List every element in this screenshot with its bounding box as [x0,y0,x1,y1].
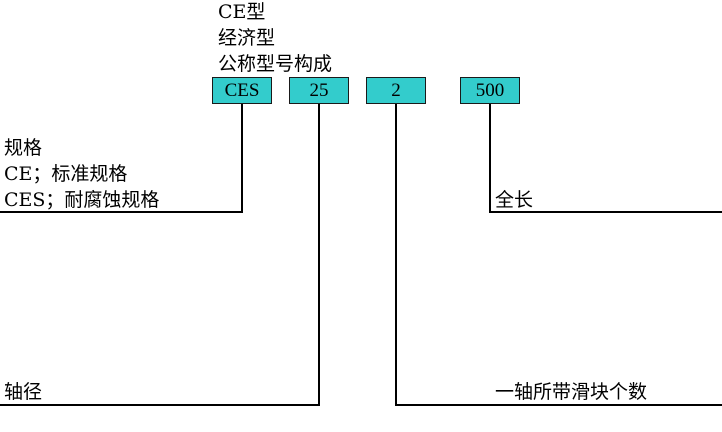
leader-length-horizontal [489,211,722,213]
diameter-label: 轴径 [4,381,43,403]
leader-diameter-horizontal [0,404,320,406]
spec-title-label: 规格 [4,137,43,159]
code-box-blocks: 2 [366,77,426,104]
leader-blocks-horizontal [395,404,722,406]
title-line-2: 经济型 [218,27,276,49]
leader-spec-horizontal [0,211,243,213]
leader-blocks-vertical [395,104,397,406]
blocks-label: 一轴所带滑块个数 [495,381,648,403]
leader-spec-vertical [241,104,243,213]
code-box-diameter: 25 [289,77,349,104]
length-label: 全长 [495,189,534,211]
title-line-3: 公称型号构成 [218,53,333,75]
code-box-spec: CES [212,77,272,104]
code-box-length: 500 [460,77,520,104]
spec-ce-label: CE；标准规格 [4,163,128,185]
leader-length-vertical [489,104,491,213]
spec-ces-label: CES；耐腐蚀规格 [4,189,160,211]
leader-diameter-vertical [318,104,320,406]
title-line-1: CE型 [218,1,266,23]
